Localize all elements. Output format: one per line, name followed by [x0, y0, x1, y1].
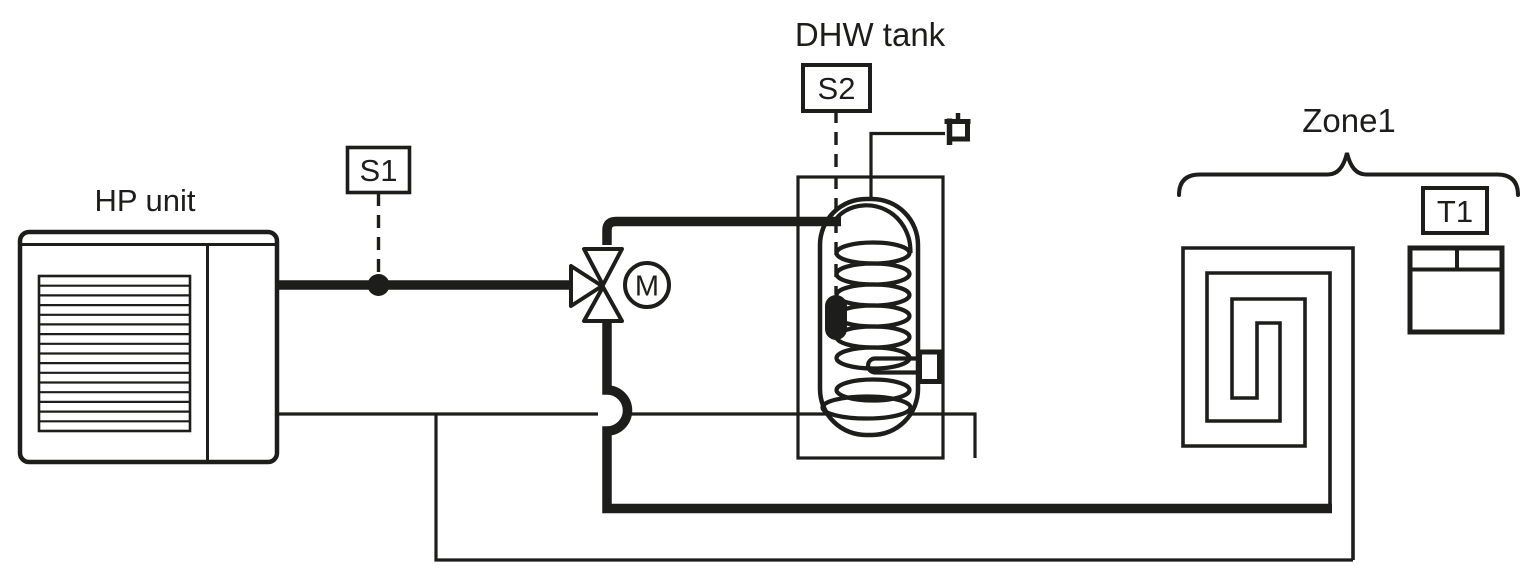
floor-heating-loop	[1181, 246, 1355, 560]
coil-exit-fitting	[917, 349, 942, 384]
tank-sensor-pocket	[825, 295, 847, 340]
valve-left-port	[569, 264, 604, 308]
coil-exit-tube	[865, 356, 919, 375]
coil-turn	[834, 377, 912, 403]
valve-bottom-port	[582, 285, 624, 323]
sensor-s2: S2	[801, 63, 872, 113]
t1-label: T1	[1437, 194, 1473, 229]
coil-turn	[820, 394, 913, 421]
s2-box	[801, 63, 872, 113]
valve-to-tank-pipe	[602, 216, 841, 245]
s1-label: S1	[360, 153, 398, 188]
zone1-group: Zone1 T1	[1177, 102, 1520, 335]
zone1-title: Zone1	[1302, 102, 1396, 139]
dhw-tank-title: DHW tank	[795, 16, 946, 53]
return-piping	[277, 412, 1353, 562]
zone1-brace	[1177, 152, 1520, 197]
hp-unit: HP unit	[17, 183, 280, 465]
hot-water-line	[869, 131, 945, 200]
valve-top-port	[582, 247, 624, 287]
three-way-valve: M	[569, 247, 671, 323]
t1-box	[1421, 186, 1489, 235]
thermostat-icon-detail	[1410, 248, 1502, 272]
valve-motor-circle	[623, 261, 671, 309]
s1-box	[345, 145, 412, 195]
zone-return-pipe	[434, 414, 1353, 562]
hot-water-outlet	[869, 113, 971, 200]
hp-unit-grille-slats	[39, 284, 190, 423]
hp-unit-body	[17, 229, 280, 465]
zone-supply-pipe	[602, 316, 1332, 514]
thermostat-t1: T1	[1407, 186, 1505, 335]
hp-unit-title: HP unit	[94, 183, 195, 218]
s2-label: S2	[818, 71, 856, 106]
sensor-s1: S1	[345, 145, 412, 296]
valve-motor-label: M	[635, 271, 659, 303]
s1-pipe-junction-dot	[367, 274, 390, 296]
faucet-icon	[944, 113, 971, 145]
coil-entry-bend	[831, 203, 913, 254]
